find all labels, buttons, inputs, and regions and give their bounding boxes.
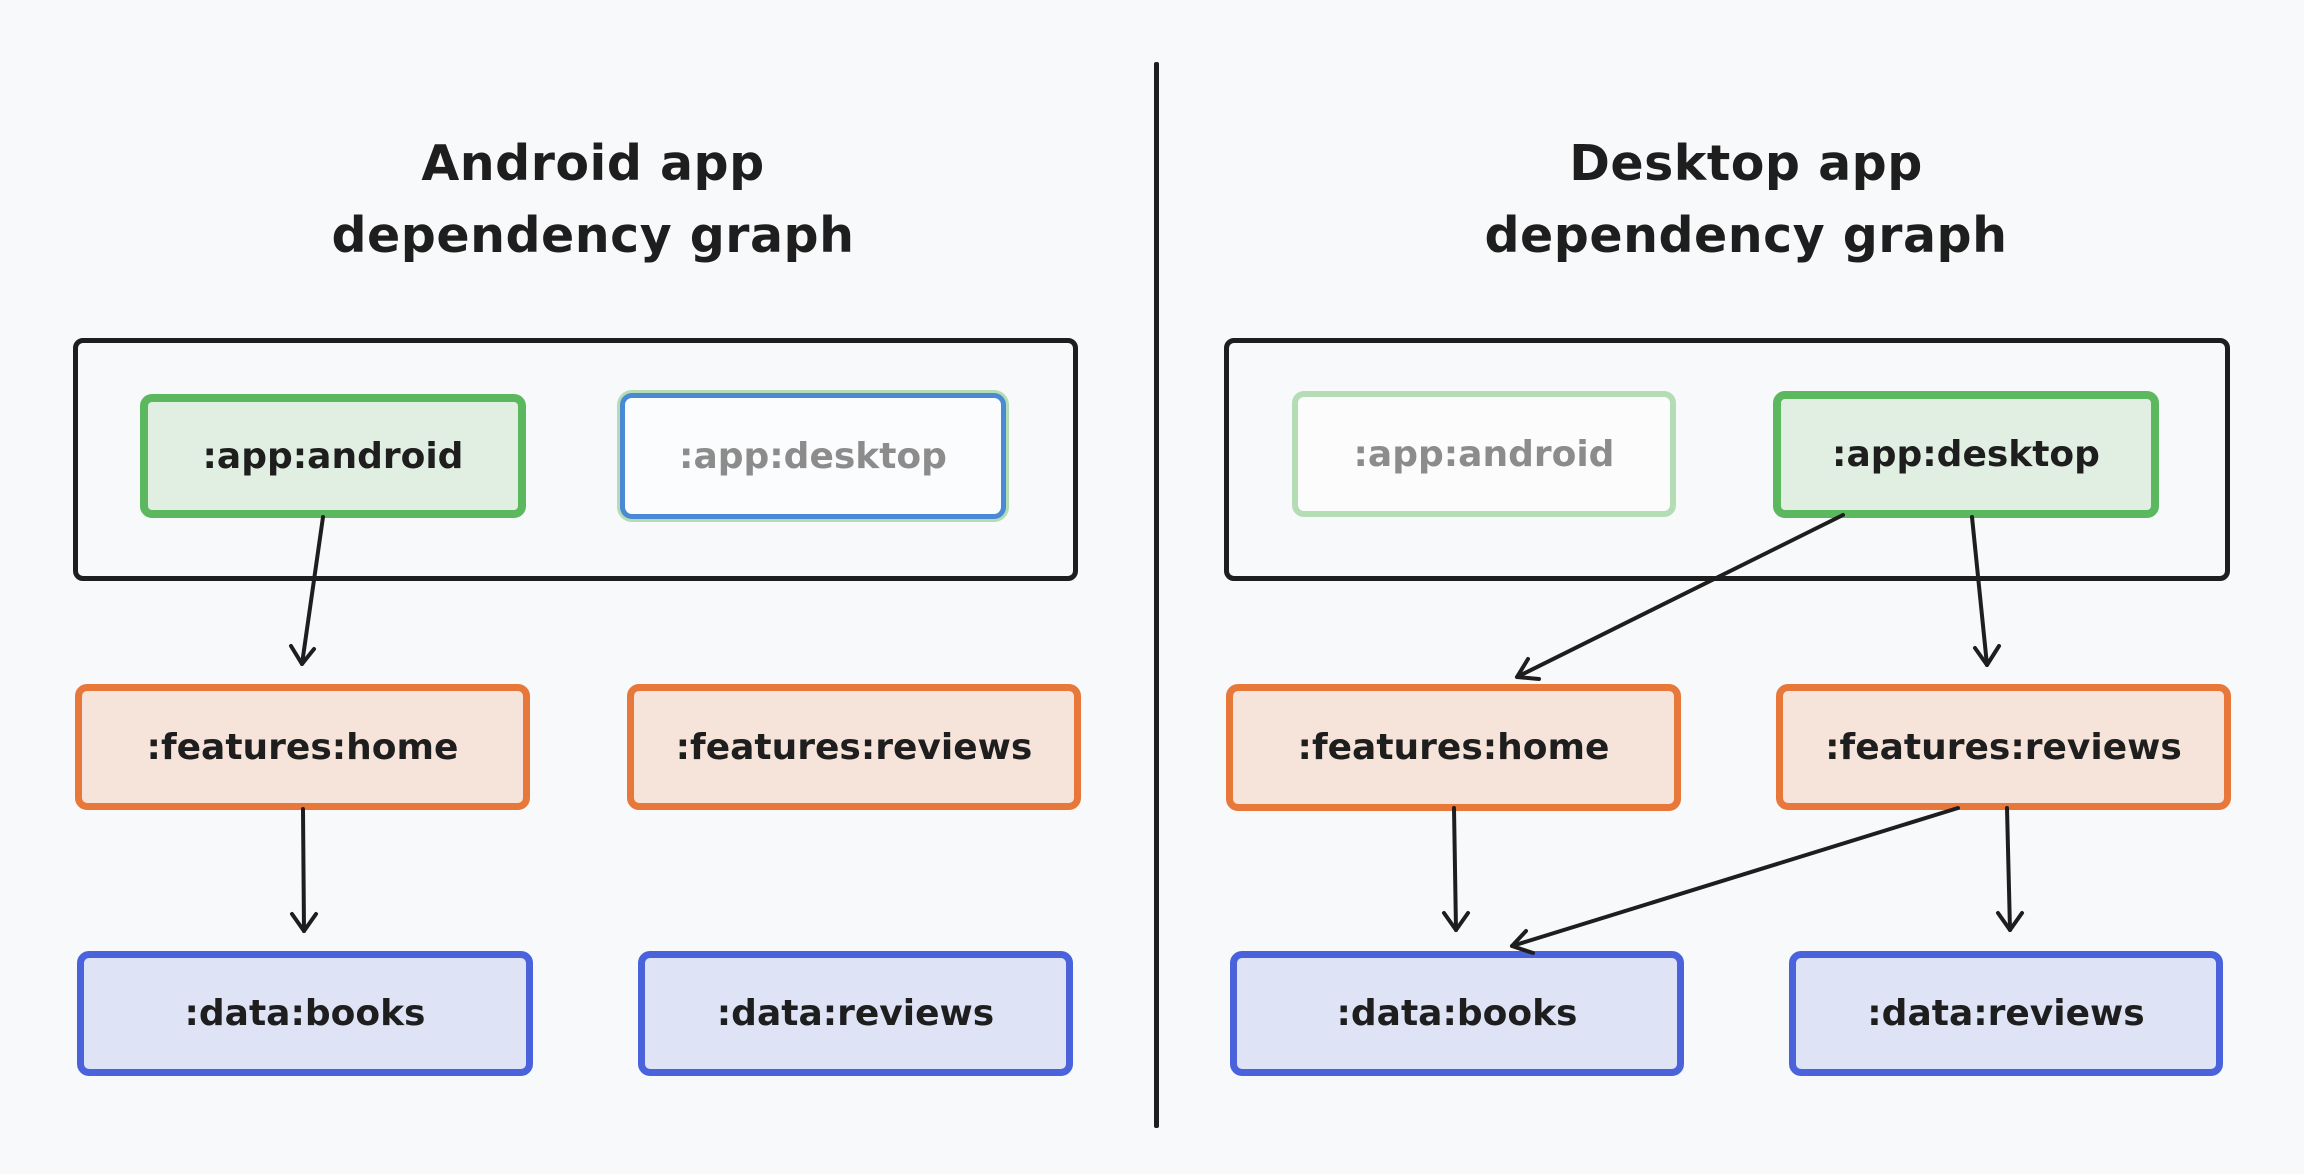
right-data-reviews-node[interactable]: :data:reviews (1789, 951, 2223, 1076)
left-app-desktop-label: :app:desktop (679, 435, 947, 477)
right-app-desktop-label: :app:desktop (1832, 434, 2100, 475)
left-app-desktop-node[interactable]: :app:desktop (620, 393, 1006, 519)
arrow-right-features-reviews-to-data-books (1510, 806, 1960, 955)
left-features-home-node[interactable]: :features:home (75, 684, 530, 810)
right-features-reviews-label: :features:reviews (1825, 726, 2182, 768)
right-title: Desktop app dependency graph (1366, 128, 2126, 272)
right-app-android-label: :app:android (1353, 433, 1615, 475)
left-data-books-node[interactable]: :data:books (77, 951, 533, 1076)
left-data-books-label: :data:books (184, 993, 426, 1034)
left-data-reviews-node[interactable]: :data:reviews (638, 951, 1073, 1076)
right-app-android-node[interactable]: :app:android (1292, 391, 1676, 517)
left-app-modules-container (73, 338, 1078, 581)
right-title-line1: Desktop app (1569, 135, 1923, 192)
right-data-books-node[interactable]: :data:books (1230, 951, 1684, 1076)
left-title: Android app dependency graph (213, 128, 973, 272)
arrow-right-features-reviews-to-data-reviews (1996, 806, 2024, 932)
right-features-home-label: :features:home (1297, 727, 1610, 768)
left-features-reviews-node[interactable]: :features:reviews (627, 684, 1081, 810)
left-app-android-node[interactable]: :app:android (140, 394, 526, 518)
arrow-right-features-home-to-data-books (1442, 806, 1470, 932)
right-features-home-node[interactable]: :features:home (1226, 684, 1681, 811)
right-data-books-label: :data:books (1336, 993, 1578, 1034)
arrow-left-features-home-to-data-books (290, 807, 318, 933)
right-data-reviews-label: :data:reviews (1867, 993, 2145, 1034)
right-app-desktop-node[interactable]: :app:desktop (1773, 391, 2159, 518)
right-title-line2: dependency graph (1484, 207, 2008, 264)
left-app-android-label: :app:android (202, 435, 464, 477)
left-title-line2: dependency graph (331, 207, 855, 264)
left-features-home-label: :features:home (146, 726, 459, 768)
right-features-reviews-node[interactable]: :features:reviews (1776, 684, 2231, 810)
left-data-reviews-label: :data:reviews (716, 993, 995, 1034)
left-features-reviews-label: :features:reviews (675, 726, 1033, 768)
panel-divider (1154, 62, 1159, 1128)
left-title-line1: Android app (421, 135, 765, 192)
